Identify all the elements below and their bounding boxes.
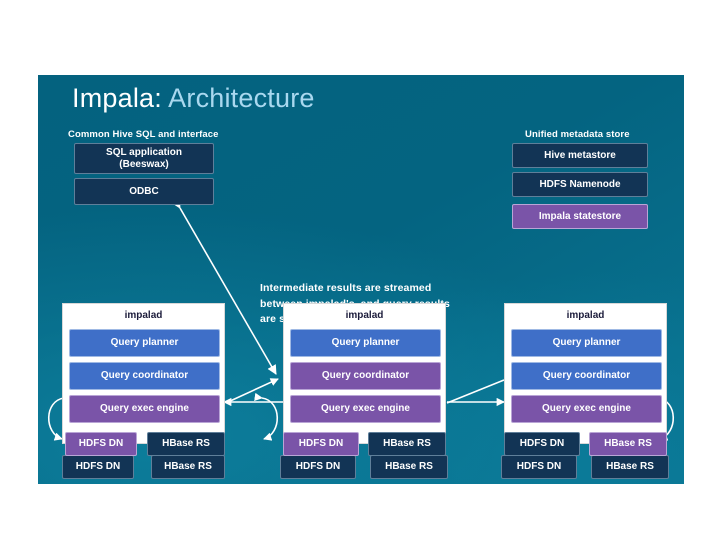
right-group-caption: Unified metadata store [525,129,630,140]
impalad-node-3[interactable]: impalad Query planner Query coordinator … [504,303,667,444]
hbase-rs-3[interactable]: HBase RS [589,432,667,456]
query-exec-engine-3[interactable]: Query exec engine [511,395,662,423]
hbase-rs-1[interactable]: HBase RS [147,432,225,456]
impalad-header-1: impalad [124,310,163,321]
impalad-header-2: impalad [345,310,384,321]
query-exec-engine-2[interactable]: Query exec engine [290,395,441,423]
hbase-rs-2[interactable]: HBase RS [368,432,446,456]
streaming-note-line1: Intermediate results are streamed [260,282,432,294]
hdfs-dn-3[interactable]: HDFS DN [504,432,580,456]
hdfs-dn-2[interactable]: HDFS DN [283,432,359,456]
title-primary: Impala: [72,83,162,113]
page-title: Impala: Architecture [72,83,315,114]
left-group-caption: Common Hive SQL and interface [68,129,219,140]
impalad-node-1[interactable]: impalad Query planner Query coordinator … [62,303,225,444]
title-secondary: Architecture [168,83,315,113]
query-planner-3[interactable]: Query planner [511,329,662,357]
query-exec-engine-1[interactable]: Query exec engine [69,395,220,423]
hdfs-dn-shadow-3: HDFS DN [501,455,577,479]
box-sql-application[interactable]: SQL application (Beeswax) [74,143,214,174]
query-coordinator-2[interactable]: Query coordinator [290,362,441,390]
box-impala-statestore[interactable]: Impala statestore [512,204,648,229]
hdfs-dn-1[interactable]: HDFS DN [65,432,137,456]
impalad-node-2[interactable]: impalad Query planner Query coordinator … [283,303,446,444]
box-hdfs-namenode[interactable]: HDFS Namenode [512,172,648,197]
hbase-rs-shadow-1: HBase RS [151,455,225,479]
query-planner-1[interactable]: Query planner [69,329,220,357]
query-coordinator-1[interactable]: Query coordinator [69,362,220,390]
box-odbc[interactable]: ODBC [74,178,214,205]
query-planner-2[interactable]: Query planner [290,329,441,357]
box-hive-metastore[interactable]: Hive metastore [512,143,648,168]
hdfs-dn-shadow-1: HDFS DN [62,455,134,479]
hbase-rs-shadow-3: HBase RS [591,455,669,479]
query-coordinator-3[interactable]: Query coordinator [511,362,662,390]
impalad-header-3: impalad [566,310,605,321]
hdfs-dn-shadow-2: HDFS DN [280,455,356,479]
hbase-rs-shadow-2: HBase RS [370,455,448,479]
sql-application-line1: SQL application [106,146,182,158]
sql-application-line2: (Beeswax) [119,158,169,170]
slide-canvas: Impala: Architecture Common Hive SQL and… [38,75,684,484]
